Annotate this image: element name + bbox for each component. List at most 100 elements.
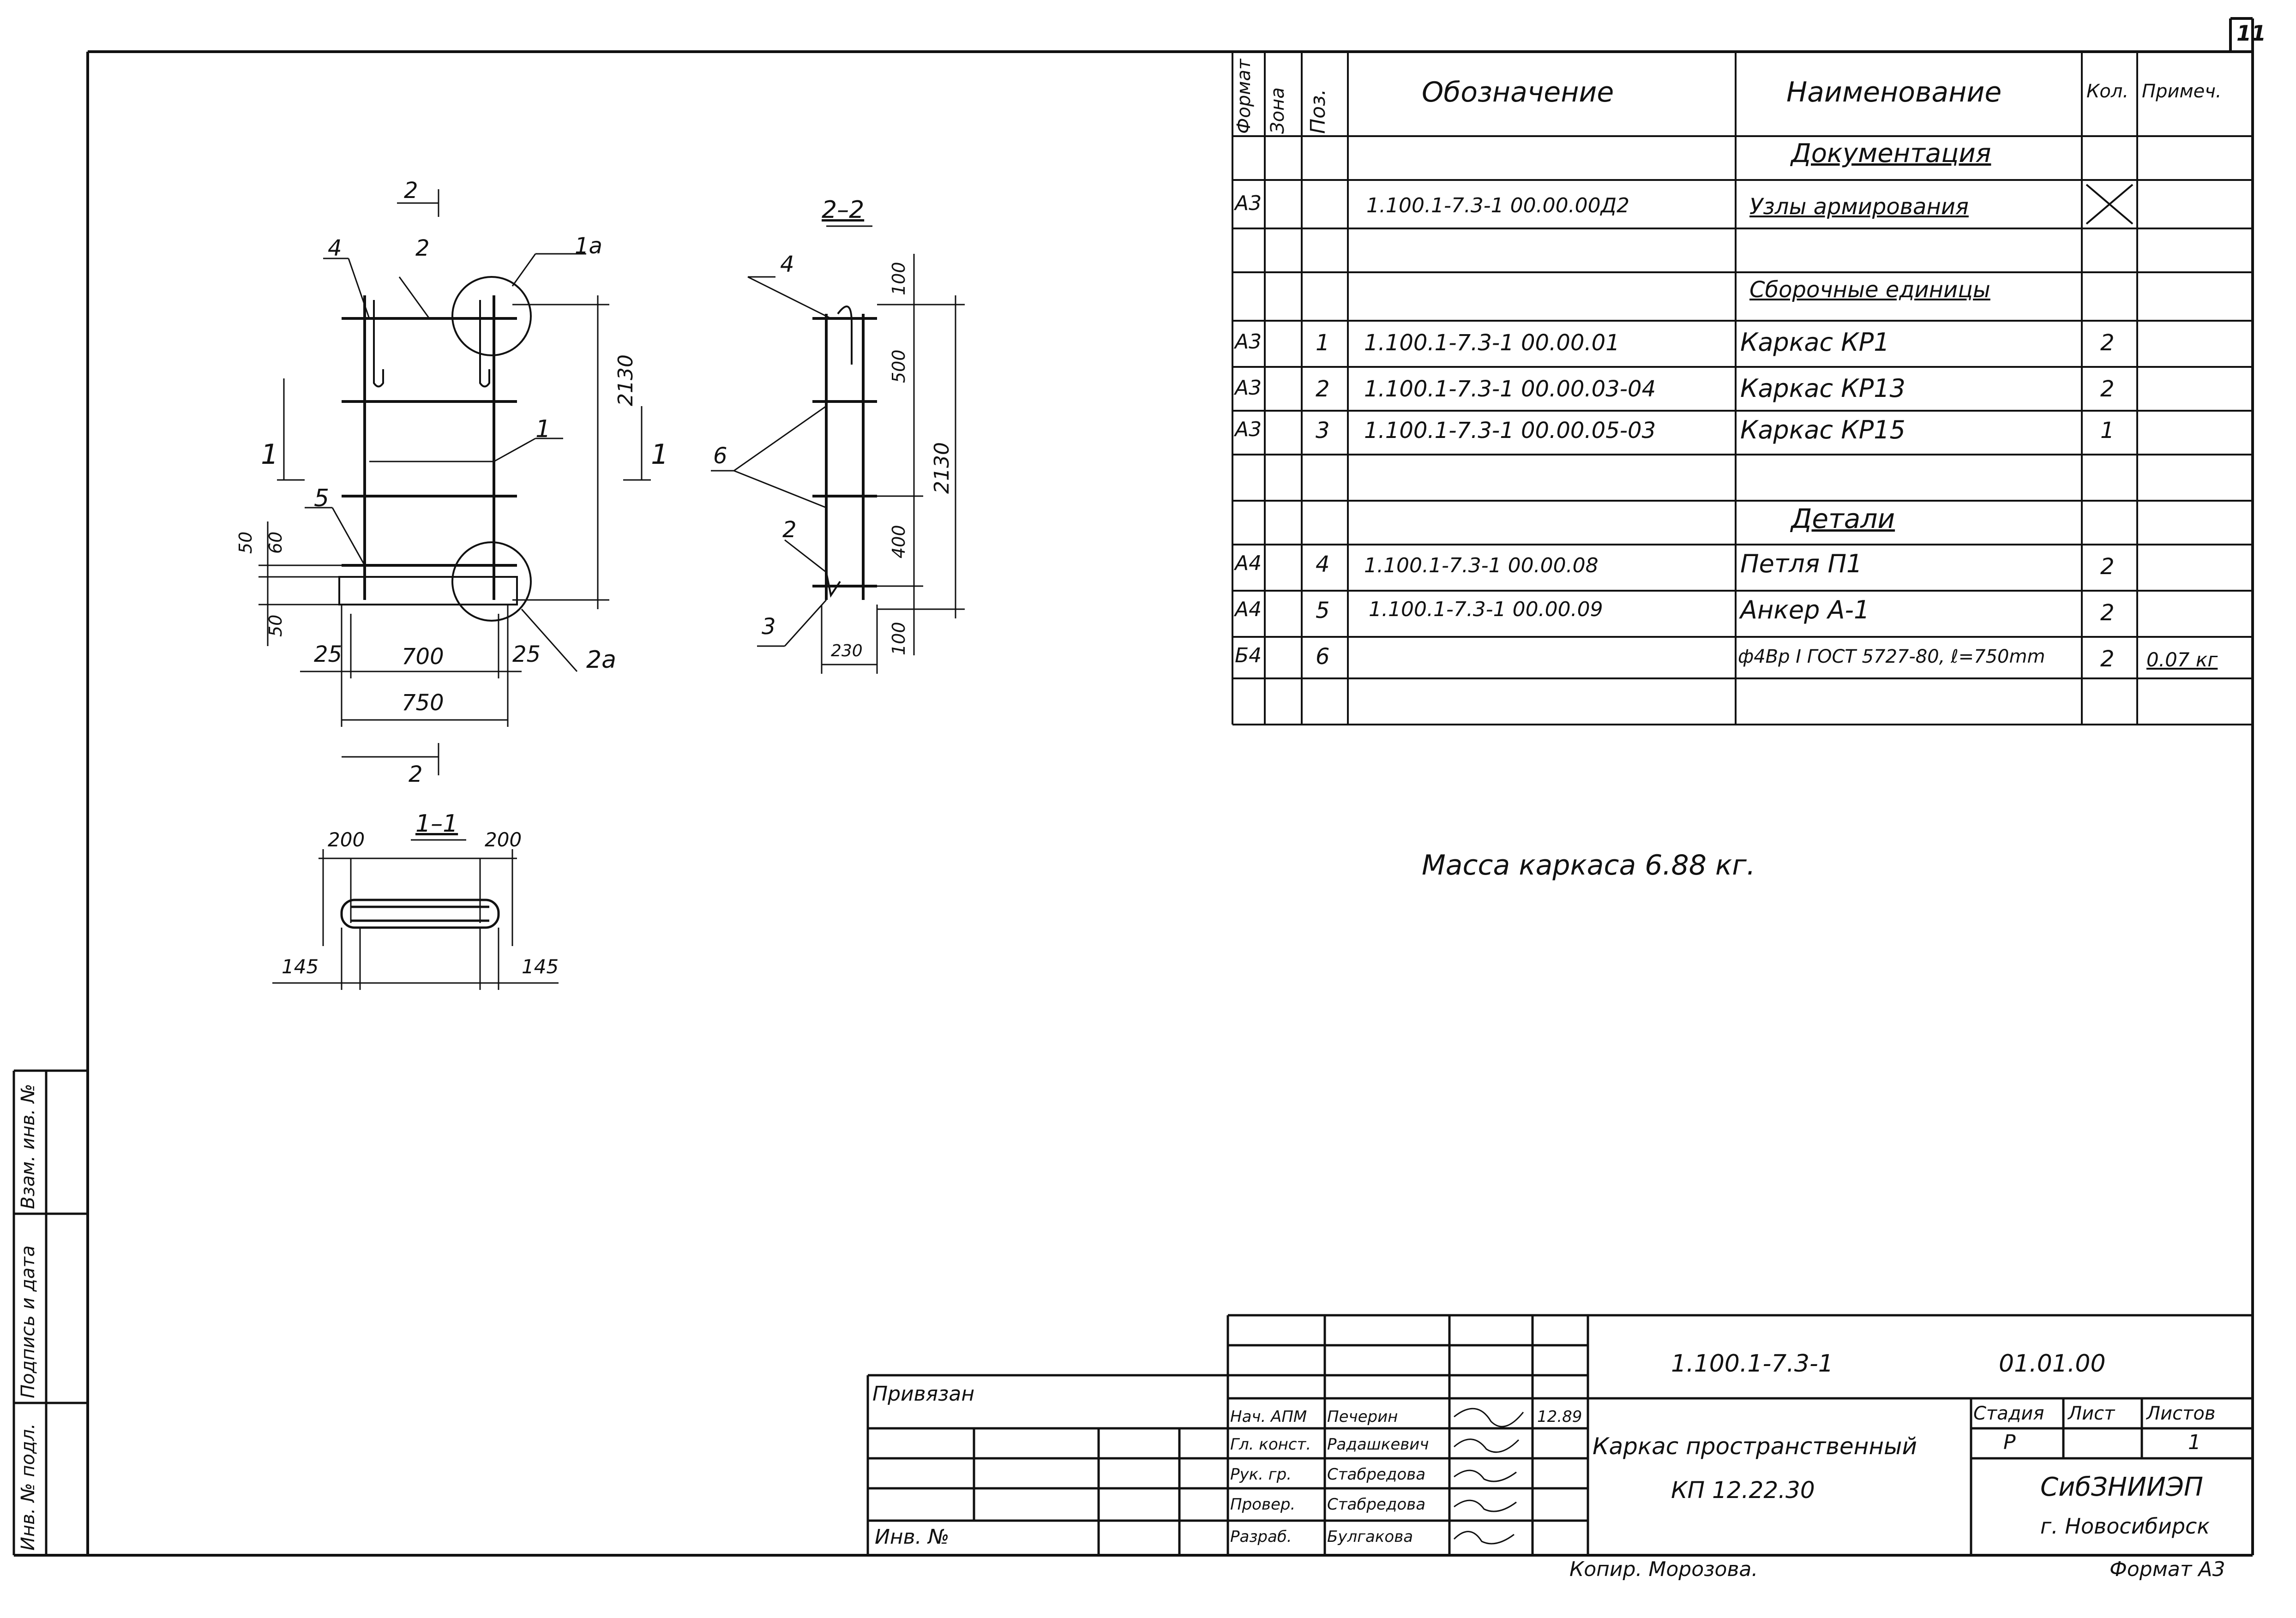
spec-row-qty: 2 <box>2100 376 2115 402</box>
kopir-note: Копир. Морозова. <box>1569 1558 1758 1581</box>
tb-role: Нач. АПМ <box>1230 1408 1307 1426</box>
tb-name: Стабредова <box>1327 1495 1426 1514</box>
section-mark-right: 1 <box>651 438 669 471</box>
dim-25-right: 25 <box>512 641 541 667</box>
spec-row-designation: 1.100.1-7.3-1 00.00.01 <box>1364 330 1620 356</box>
spec-row-name: Каркас КР1 <box>1740 328 1890 357</box>
spec-row-pos: 4 <box>1316 551 1330 577</box>
section-mark-bottom: 2 <box>409 761 423 787</box>
dim-200-right: 200 <box>485 828 522 851</box>
tb-role: Разраб. <box>1230 1528 1292 1546</box>
dim-200-left: 200 <box>328 828 365 851</box>
mass-note: Масса каркаса 6.88 кг. <box>1422 849 1755 881</box>
spec-row-name: Петля П1 <box>1740 549 1863 578</box>
dim-230: 230 <box>831 641 863 660</box>
spec-row-name: Каркас КР15 <box>1740 415 1905 444</box>
spec-section-docs: Документация <box>1791 138 1991 168</box>
spec-header-name: Наименование <box>1786 76 2002 108</box>
spec-section-parts: Детали <box>1791 503 1895 534</box>
spec-row-qty: 2 <box>2100 646 2115 672</box>
tb-sheet-label: Лист <box>2068 1403 2115 1424</box>
tb-privyazan: Привязан <box>872 1382 975 1406</box>
side-view <box>812 306 877 600</box>
section-mark-top: 2 <box>404 178 418 204</box>
callout-3: 3 <box>762 614 776 640</box>
tb-city: г. Новосибирск <box>2040 1514 2210 1539</box>
spec-row-pos: 2 <box>1316 376 1330 402</box>
tb-name: Стабредова <box>1327 1465 1426 1484</box>
side-stamp-lines <box>12 1069 88 1555</box>
spec-row-name: Узлы армирования <box>1749 194 1969 220</box>
spec-row-format: А4 <box>1235 598 1262 621</box>
callout-4-front: 4 <box>328 235 342 261</box>
view-label-2-2: 2–2 <box>822 196 865 224</box>
dim-25-left: 25 <box>314 641 343 667</box>
tb-title-line2: КП 12.22.30 <box>1671 1477 1815 1504</box>
sheet-number: 11 <box>2236 21 2266 46</box>
spec-row-format: А3 <box>1235 418 1262 441</box>
callout-6: 6 <box>713 443 727 469</box>
side-dims <box>711 225 965 674</box>
spec-row-designation: 1.100.1-7.3-1 00.00.05-03 <box>1364 418 1656 443</box>
spec-row-format: А3 <box>1235 330 1262 354</box>
tb-name: Булгакова <box>1327 1528 1413 1546</box>
tb-name: Печерин <box>1327 1408 1398 1426</box>
tb-org: СибЗНИИЭП <box>2040 1472 2204 1502</box>
callout-1: 1 <box>535 415 551 443</box>
dim-145-right: 145 <box>522 955 559 978</box>
section-mark-left: 1 <box>261 438 279 471</box>
tb-sheets: 1 <box>2188 1431 2201 1454</box>
dim-145-left: 145 <box>282 955 319 978</box>
front-dims <box>258 189 651 775</box>
spec-header-designation: Обозначение <box>1422 76 1614 108</box>
view-label-1-1: 1–1 <box>415 810 458 838</box>
tb-doc-suffix: 01.01.00 <box>1999 1350 2106 1378</box>
tb-role: Гл. конст. <box>1230 1435 1311 1454</box>
tb-role: Рук. гр. <box>1230 1465 1292 1484</box>
spec-row-format: А3 <box>1235 192 1262 215</box>
signature <box>1453 1531 1515 1545</box>
spec-row-pos: 6 <box>1316 644 1330 670</box>
spec-row-qty: 1 <box>2100 418 2115 443</box>
spec-row-designation: 1.100.1-7.3-1 00.00.00Д2 <box>1366 194 1629 217</box>
tb-inv-no: Инв. № <box>875 1525 950 1549</box>
signature <box>1454 1469 1517 1482</box>
spec-row-designation: 1.100.1-7.3-1 00.00.08 <box>1364 554 1599 577</box>
tb-name: Радашкевич <box>1327 1435 1429 1454</box>
plan-view <box>340 899 500 929</box>
spec-row-qty: 2 <box>2100 330 2115 356</box>
spec-row-name: Каркас КР13 <box>1740 374 1905 403</box>
spec-row-qty: 2 <box>2100 554 2115 580</box>
spec-row-format: А3 <box>1235 376 1262 400</box>
spec-row-designation: 1.100.1-7.3-1 00.00.03-04 <box>1364 376 1656 402</box>
spec-row-designation: 1.100.1-7.3-1 00.00.09 <box>1369 598 1603 621</box>
format-note: Формат А3 <box>2110 1558 2225 1581</box>
signature <box>1454 1408 1524 1427</box>
spec-table-grid <box>1232 52 2254 725</box>
spec-row-note: 0.07 кг <box>2146 648 2218 671</box>
tb-sheets-label: Листов <box>2146 1403 2216 1424</box>
spec-row-qty: 2 <box>2100 600 2115 626</box>
title-block-lines <box>866 1314 2253 1555</box>
tb-doc-code: 1.100.1-7.3-1 <box>1671 1350 1833 1378</box>
spec-row-format: А4 <box>1235 551 1262 575</box>
tb-stage: Р <box>2003 1431 2016 1454</box>
spec-header-qty: Кол. <box>2086 81 2129 102</box>
spec-row-name: ф4Вр I ГОСТ 5727-80, ℓ=750mm <box>1738 646 2045 667</box>
callout-5: 5 <box>314 485 330 512</box>
tb-title-line1: Каркас пространственный <box>1593 1433 1917 1460</box>
spec-header-note: Примеч. <box>2142 81 2222 102</box>
dim-750: 750 <box>402 690 444 716</box>
spec-row-pos: 1 <box>1316 330 1330 356</box>
tb-stage-label: Стадия <box>1973 1403 2044 1424</box>
tb-date: 12.89 <box>1537 1408 1582 1426</box>
plan-dims <box>272 225 872 990</box>
callout-2-side: 2 <box>782 517 797 543</box>
callout-4-side: 4 <box>780 252 794 277</box>
spec-section-assemblies: Сборочные единицы <box>1749 277 1990 303</box>
tb-role: Провер. <box>1230 1495 1296 1514</box>
spec-row-pos: 5 <box>1316 598 1330 623</box>
callout-2-front: 2 <box>415 235 430 261</box>
signature <box>1454 1438 1520 1453</box>
